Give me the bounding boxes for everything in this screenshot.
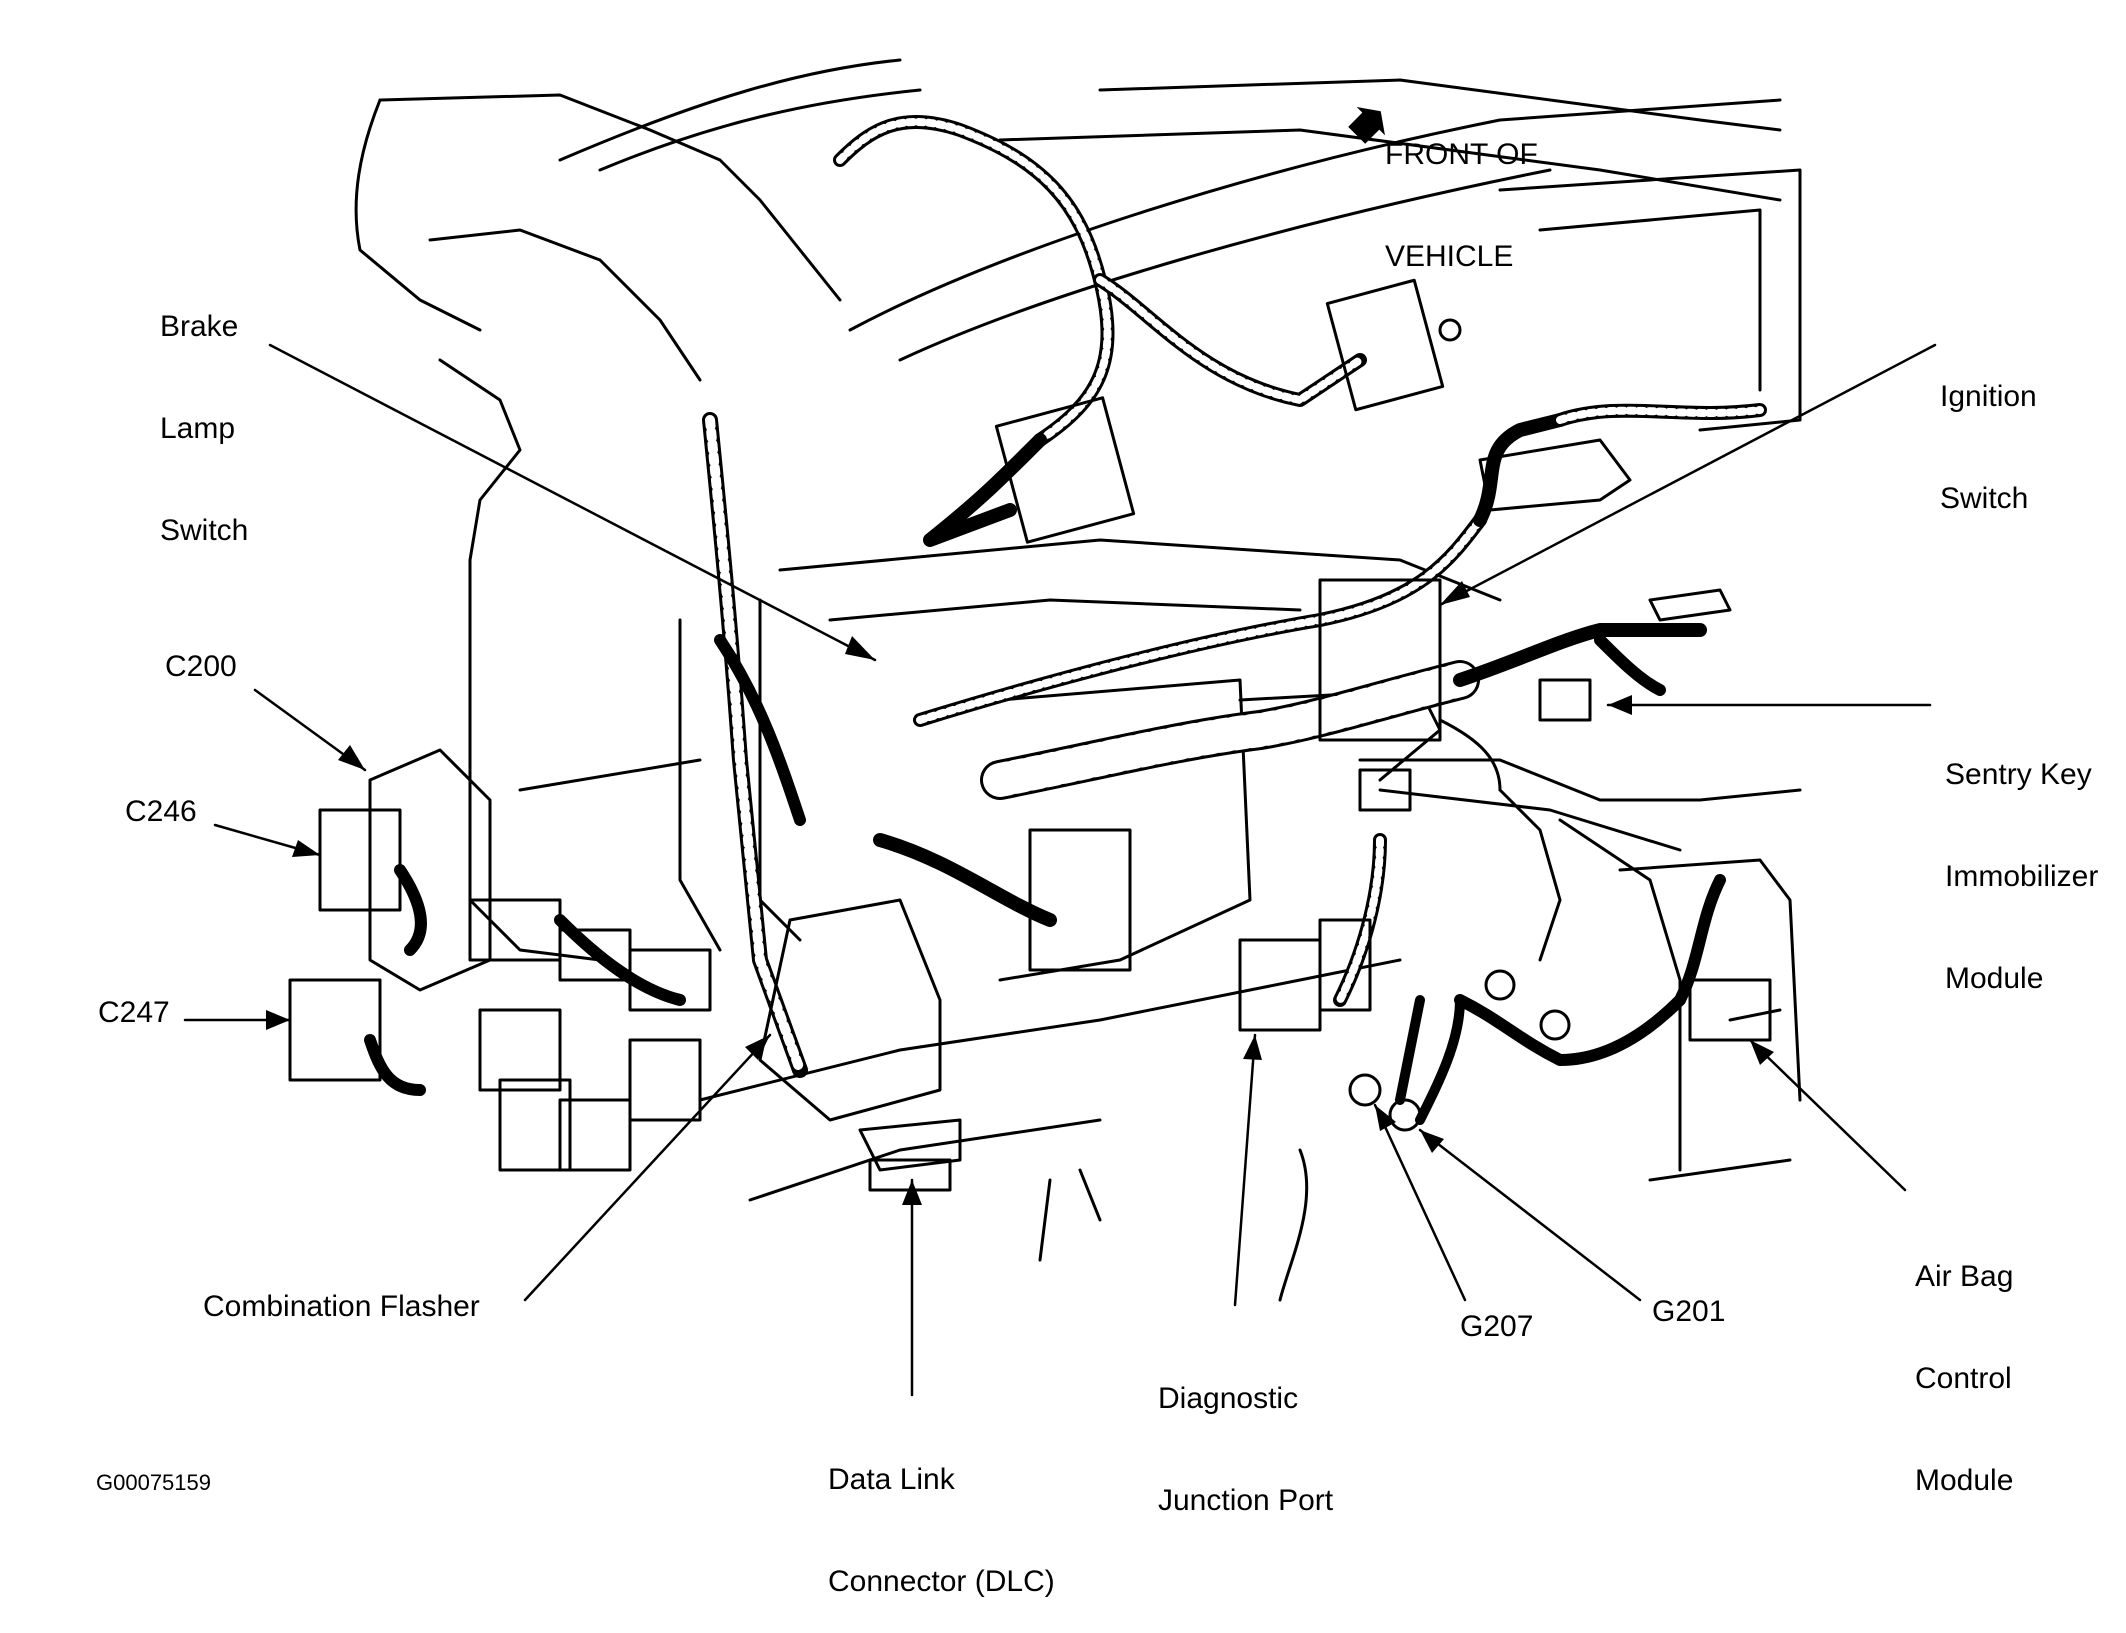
connectors [288, 278, 1782, 1192]
leader-air-bag [1748, 1038, 1907, 1192]
figure-id: G00075159 [96, 1470, 211, 1495]
ignition-switch-label: Ignition Switch [1940, 380, 2037, 515]
combination-flasher-label: Combination Flasher [203, 1290, 480, 1323]
wiring-diagram [183, 58, 1937, 1397]
leader-diagnostic-port [1233, 1033, 1257, 1307]
air-bag-control-module-label: Air Bag Control Module [1915, 1260, 2014, 1497]
leader-g207 [1373, 1103, 1467, 1302]
leader-brake-lamp-switch [268, 343, 877, 662]
c200-label: C200 [165, 650, 237, 683]
leader-ignition-switch [1438, 343, 1937, 607]
leader-g201 [1418, 1128, 1642, 1302]
sentry-key-immobilizer-module-label: Sentry Key Immobilizer Module [1945, 758, 2099, 995]
arrowheads [266, 581, 1774, 1205]
g201-label: G201 [1652, 1295, 1726, 1328]
diagnostic-junction-port-label: Diagnostic Junction Port [1158, 1382, 1334, 1517]
g207-label: G207 [1460, 1310, 1534, 1343]
leader-lines [183, 343, 1937, 1397]
c247-label: C247 [98, 996, 170, 1029]
brake-lamp-switch-label: Brake Lamp Switch [160, 310, 249, 547]
front-arrow-icon [1348, 107, 1385, 144]
wiring-harness [364, 115, 1767, 1125]
front-of-vehicle-label: FRONT OF VEHICLE [1385, 138, 1538, 273]
leader-combination-flasher [523, 1033, 772, 1302]
dashboard-outline [354, 58, 1802, 1302]
data-link-connector-label: Data Link Connector (DLC) [828, 1463, 1055, 1598]
c246-label: C246 [125, 795, 197, 828]
